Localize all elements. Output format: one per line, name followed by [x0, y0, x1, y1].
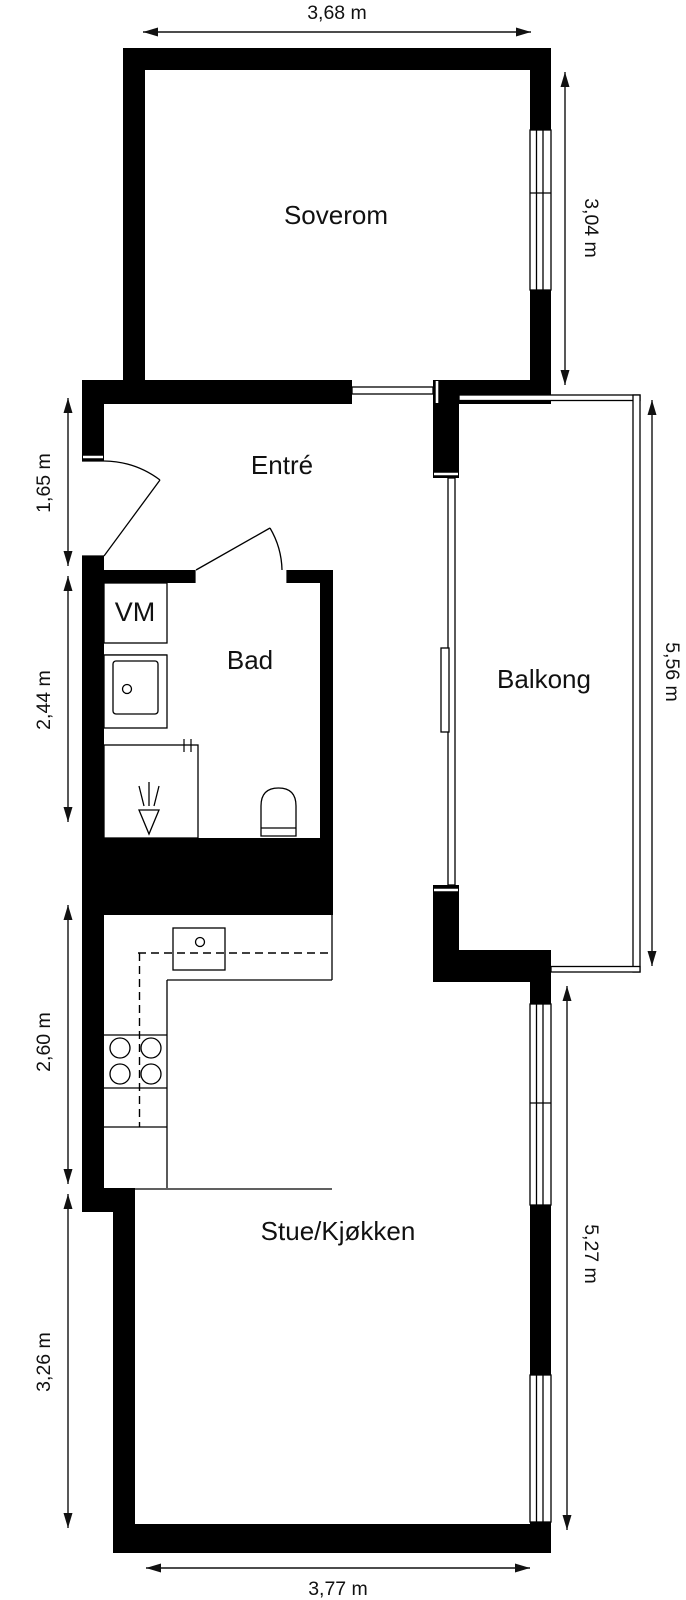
dimension-stue-width: 3,77 m [146, 1563, 530, 1600]
kitchen-counter [104, 915, 333, 1190]
windows [351, 129, 552, 1523]
sink-drain-icon [121, 683, 133, 695]
room-label-bad: Bad [227, 645, 273, 675]
stove-burner [140, 1037, 162, 1059]
walls [82, 48, 551, 1553]
wall-soverom-right-lower [530, 290, 551, 380]
bathroom-sink [112, 660, 159, 715]
bad-door [194, 527, 288, 583]
dimension-soverom-width: 3,68 m [143, 2, 531, 37]
shower-drain-icon [138, 782, 160, 836]
room-labels: Soverom Entré Bad Balkong Stue/Kjøkken V… [115, 200, 591, 1246]
bad-door-arc [269, 527, 283, 571]
dimension-bad-depth: 2,44 m [33, 576, 73, 822]
dimension-label: 3,26 m [33, 1332, 55, 1392]
dimension-label: 2,60 m [33, 1012, 55, 1072]
bathroom-fixtures [103, 582, 297, 839]
stove-burner [109, 1063, 131, 1085]
window-soverom [529, 129, 552, 291]
stove [109, 1037, 162, 1085]
wall-bottom [113, 1524, 551, 1553]
railing-right [632, 394, 641, 973]
wall-balcony-stub-top [433, 404, 459, 478]
wall-soverom-top [123, 48, 551, 70]
wall-stue-right-seg1 [530, 982, 551, 1004]
bad-door-leaf [195, 527, 271, 571]
dimension-label: 3,68 m [307, 2, 367, 24]
window-stue-lower [529, 1374, 552, 1523]
room-label-soverom: Soverom [284, 200, 388, 230]
window-stue-upper [529, 1003, 552, 1206]
shower [103, 739, 199, 839]
entry-door-arc [103, 460, 161, 481]
dimension-stue-depth: 3,26 m [33, 1194, 73, 1528]
wall-soverom-left [123, 48, 145, 380]
railing-top [458, 394, 641, 402]
wall-soverom-bottom-left [82, 380, 352, 404]
wall-stue-left [113, 1212, 135, 1553]
washing-machine [103, 582, 168, 644]
room-label-entre: Entré [251, 450, 313, 480]
stove-burner [109, 1037, 131, 1059]
kitchen-sink [172, 927, 226, 971]
dimension-entre-depth: 1,65 m [33, 398, 73, 566]
washing-machine-label: VM [115, 597, 156, 627]
wall-bad-bottom-band [82, 838, 333, 915]
dimension-label: 3,77 m [308, 1578, 368, 1600]
window-entre-internal [351, 386, 434, 395]
wall-stue-right-seg2 [530, 1205, 551, 1375]
dimension-stue-right-depth: 5,27 m [562, 986, 602, 1530]
entry-door [82, 460, 161, 557]
dimension-balkong-depth: 5,56 m [647, 400, 683, 966]
wall-bad-top-right [287, 570, 333, 583]
kitchen-sink-drain-icon [194, 936, 206, 948]
toilet [260, 787, 297, 837]
dimension-soverom-depth: 3,04 m [560, 72, 602, 385]
balcony-sliding-leaf [440, 647, 450, 733]
stove-burner [140, 1063, 162, 1085]
dimensions: 3,68 m 3,04 m 1,65 m 2,44 m 5,56 m [33, 2, 683, 1600]
wall-balcony-stub-bottom [433, 885, 459, 950]
wall-soverom-right-upper [530, 48, 551, 130]
entry-door-leaf [103, 479, 161, 557]
wall-stue-top-right [433, 950, 551, 982]
wall-bad-top-left [104, 570, 195, 583]
dimension-label: 2,44 m [33, 670, 55, 730]
dimension-label: 5,27 m [580, 1224, 602, 1284]
dimension-label: 1,65 m [33, 453, 55, 513]
dimension-kjokken-depth: 2,60 m [33, 905, 73, 1184]
railing-bottom [550, 965, 641, 973]
room-label-stue-kjokken: Stue/Kjøkken [261, 1216, 416, 1246]
balcony-door [440, 477, 456, 886]
dimension-label: 3,04 m [580, 198, 602, 258]
wall-left-step [82, 1188, 135, 1212]
wall-bad-right [320, 583, 333, 838]
dimension-label: 5,56 m [661, 642, 683, 702]
wall-entre-left-upper [82, 404, 104, 461]
room-label-balkong: Balkong [497, 664, 591, 694]
balcony-railing [458, 394, 641, 973]
